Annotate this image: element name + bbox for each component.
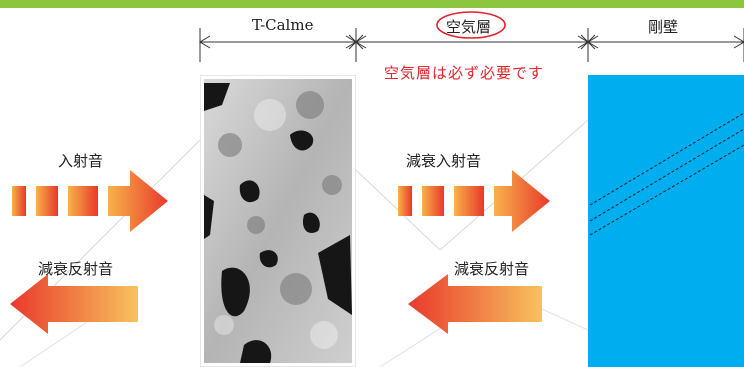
label-t-calme: T-Calme (252, 16, 314, 34)
air-layer-note: 空気層は必ず必要です (384, 64, 545, 82)
label-reflected-sound: 減衰反射音 (38, 260, 114, 278)
dimension-lines (199, 11, 744, 62)
label-attenuated-reflected-sound: 減衰反射音 (454, 260, 530, 278)
label-rigid-wall: 剛壁 (648, 18, 679, 36)
reflected-arrow (10, 274, 138, 334)
label-incident-sound: 入射音 (58, 152, 104, 170)
t-calme-micrograph (200, 75, 356, 367)
incident-arrow (12, 170, 168, 232)
attenuated-reflected-arrow (408, 274, 542, 334)
label-air-layer: 空気層 (446, 18, 492, 36)
top-accent-bar (0, 0, 744, 8)
rigid-wall-panel (588, 75, 744, 367)
attenuated-incident-arrow (398, 170, 550, 232)
label-attenuated-incident-sound: 減衰入射音 (406, 152, 482, 170)
